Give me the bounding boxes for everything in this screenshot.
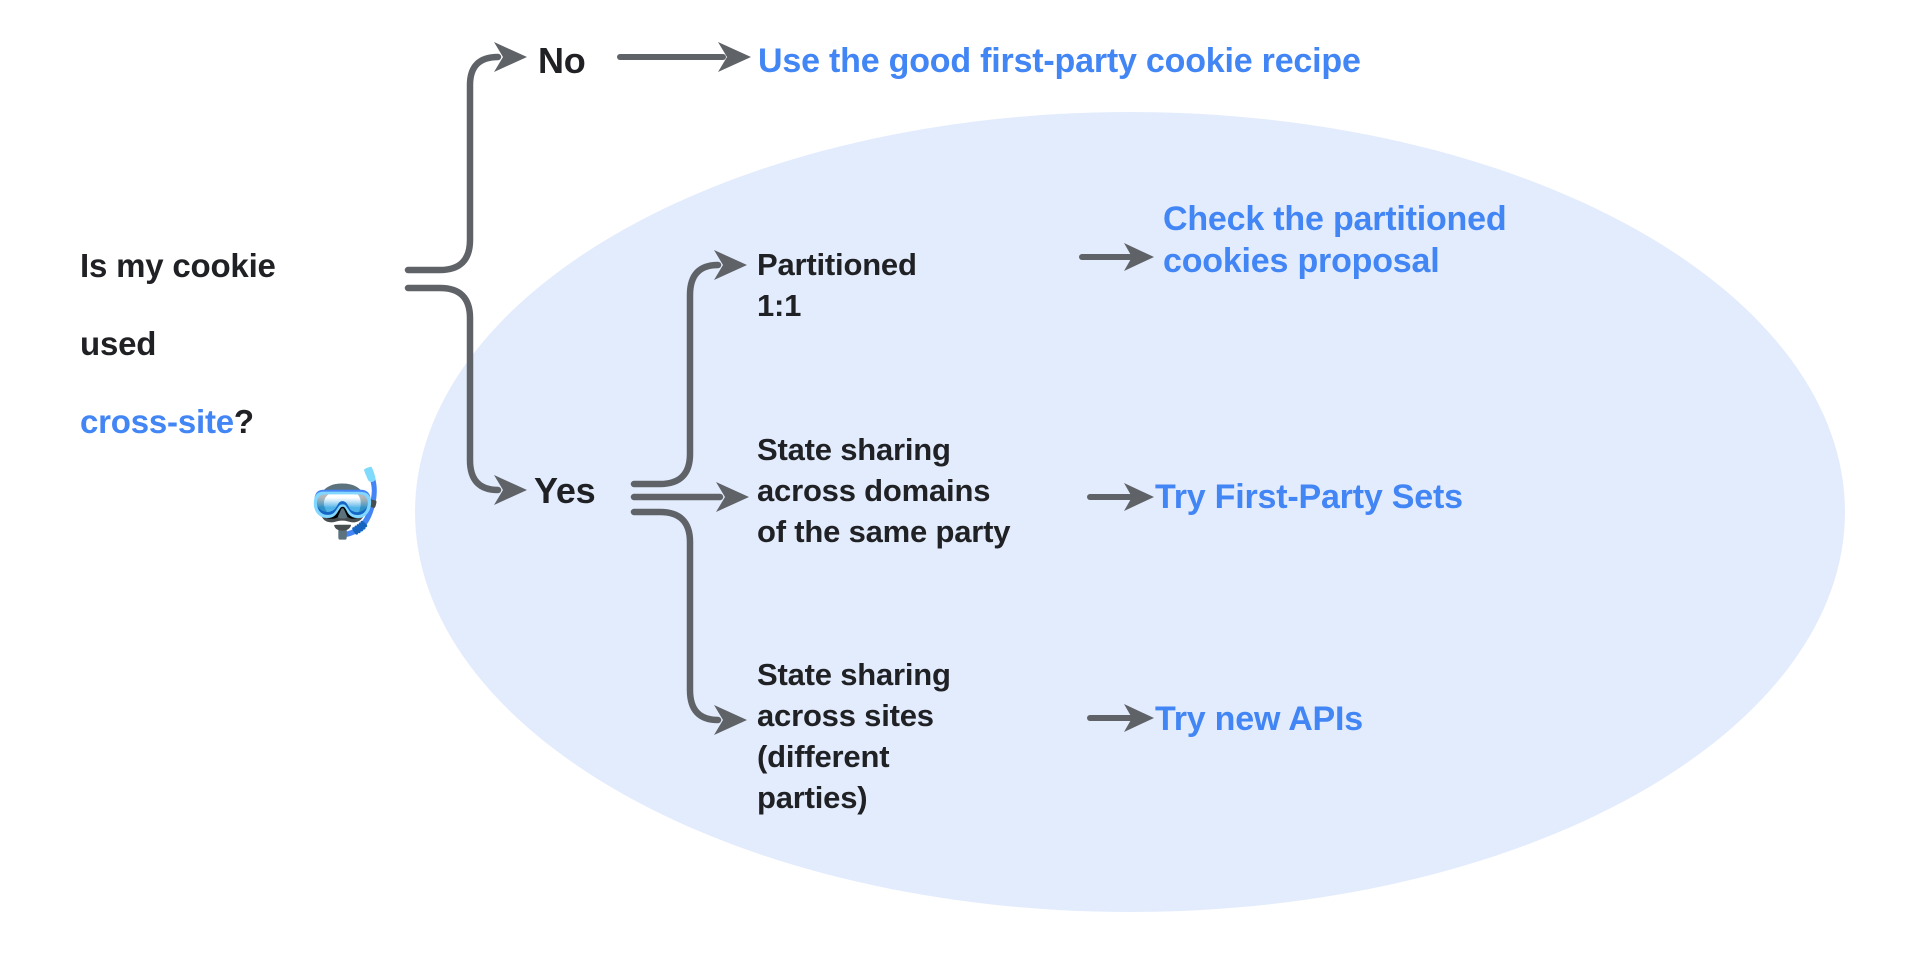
diving-mask-emoji: 🤿 <box>303 466 386 540</box>
outcome-link-first-party-sets[interactable]: Try First-Party Sets <box>1155 478 1463 516</box>
question-accent-cross-site[interactable]: cross-site <box>80 402 234 440</box>
question-suffix: ? <box>233 402 254 440</box>
outcome-arrowheads <box>718 42 1154 732</box>
option-partitioned-1-1: Partitioned 1:1 <box>757 247 917 323</box>
question-line-1: Is my cookie <box>80 246 276 284</box>
option-state-sharing-across-sites: State sharing across sites (different pa… <box>757 657 951 815</box>
edge-yes-to-state-sites <box>630 508 722 724</box>
option-state-sharing-across-domains: State sharing across domains of the same… <box>757 432 1011 549</box>
edge-root-to-yes <box>404 284 502 494</box>
question-line-2: used <box>80 324 157 362</box>
outcome-link-first-party-recipe[interactable]: Use the good first-party cookie recipe <box>758 42 1361 80</box>
branch-label-yes: Yes <box>534 470 596 511</box>
cross-site-highlight-ellipse <box>415 112 1845 912</box>
edge-yes-to-partitioned <box>630 261 722 488</box>
outcome-link-new-apis[interactable]: Try new APIs <box>1155 700 1363 738</box>
branch-label-no: No <box>538 40 586 81</box>
branch-arrowheads <box>494 42 749 735</box>
outcome-link-partitioned-cookies-proposal[interactable]: Check the partitioned cookies proposal <box>1163 200 1507 281</box>
edge-root-to-no <box>404 53 502 274</box>
outcome-arrows <box>617 54 1133 721</box>
root-question: Is my cookie used cross-site? <box>80 208 350 442</box>
